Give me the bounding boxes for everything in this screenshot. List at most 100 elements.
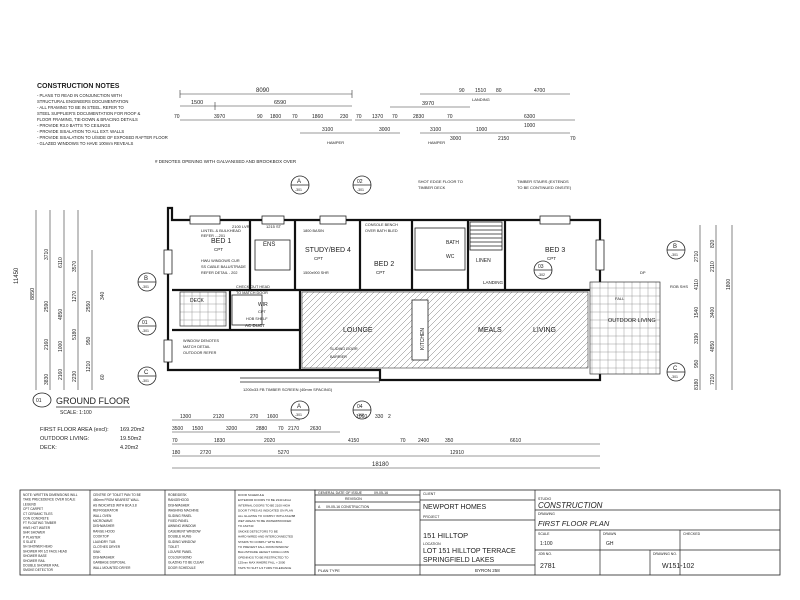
- dim: 2160: [58, 369, 64, 380]
- legend-line: DOUBLE HUNG: [168, 535, 192, 539]
- legend-line: SHOWER RR 1/2 FACE HEAD: [23, 549, 68, 553]
- legend-line: LOUVRE PANEL: [168, 550, 192, 554]
- annotation: SLIDING DOOR: [330, 347, 358, 351]
- drawn-label: DRAWN: [603, 532, 617, 536]
- dim: 2110: [710, 261, 716, 272]
- legend-line: 450mm FROM NEAREST WALL: [93, 498, 139, 502]
- dim: 2170: [288, 426, 299, 432]
- legend-line: SHOWER BASE: [23, 554, 47, 558]
- dim: 2830: [413, 114, 424, 120]
- title-block: GENERAL DATE OF ISSUE 09-05-16 REVISION …: [314, 489, 781, 576]
- legend-line: ALL GLAZING TO COMPLY WITH AS1288: [238, 514, 296, 518]
- svg-text:-301: -301: [142, 379, 149, 383]
- annotation: 1200x33 FB TIMBER SCREEN (40mm SPACING): [243, 387, 333, 392]
- legend-line: SH SHOWER HEAD: [23, 545, 53, 549]
- dim: 3500: [172, 426, 183, 432]
- dim: 1000: [476, 127, 487, 133]
- svg-text:A: A: [297, 179, 301, 185]
- legend-line: DOOR SCHEDULE: [238, 493, 264, 497]
- annotation: OUTDOOR REFER: [183, 351, 217, 355]
- dim: 8180: [694, 379, 700, 390]
- svg-text:01: 01: [142, 320, 148, 326]
- legend-line: TAPS TO SUIT 1/4 TURN TOLERANCE: [238, 566, 291, 570]
- legend-line: BALUSTRADE HEIGHT 1000mm MIN: [238, 550, 289, 554]
- floor-finish: CPT: [314, 256, 323, 261]
- svg-text:C: C: [144, 370, 149, 376]
- legend-line: INTERNAL DOORS TO BE 2100 HIGH: [238, 503, 290, 507]
- notes-line: - PROVIDE SISALATION TO U/SIDE OF EXPOSE…: [37, 135, 168, 140]
- legend-line: P PLASTER: [23, 535, 41, 539]
- svg-text:-301: -301: [671, 253, 678, 257]
- legend-line: SHOWER RAIL: [23, 559, 46, 563]
- floor-title-text: GROUND FLOOR: [56, 396, 130, 406]
- annotation: 1215 ST: [266, 224, 282, 229]
- right-dimensions: 2710 4110 1540 3190 950 8180 820 2110 34…: [694, 225, 733, 390]
- annotation: WINDOW DENOTES: [183, 339, 220, 343]
- room-label-lounge: LOUNGE: [343, 327, 373, 334]
- legend-line: LEGEND: [23, 502, 37, 506]
- dim: 2230: [72, 371, 78, 382]
- studio: CONSTRUCTION: [538, 501, 603, 510]
- floor-marker: 01: [36, 398, 42, 404]
- left-dimensions: 11450 8850 3710 2590 2160 3830 6110 4850…: [14, 210, 106, 390]
- room-label-wc: WC: [446, 254, 455, 260]
- dim: 70: [292, 114, 298, 120]
- stairs: [469, 221, 503, 251]
- drawing-title: FIRST FLOOR PLAN: [538, 519, 610, 528]
- section-marker-a-top: A -301: [290, 175, 310, 195]
- gallery-note: # DENOTES OPENING WITH GALVANISED AND BR…: [155, 159, 297, 164]
- dim: 4150: [348, 438, 359, 444]
- legend-line: WALL OVEN: [93, 514, 112, 518]
- dim: 180: [172, 450, 181, 456]
- area-label: DECK:: [40, 445, 57, 451]
- legend-line: RANGEHOOD: [168, 498, 190, 502]
- legend-line: EXTERIOR DOORS TO BE 2340 HIGH: [238, 498, 291, 502]
- dim: 1210: [86, 361, 92, 372]
- annotation: MATCH DETAIL: [183, 345, 210, 349]
- area-value: 169.20m2: [120, 427, 144, 433]
- dim: 270: [250, 414, 259, 420]
- legend-line: COLOUR BOND: [168, 555, 192, 559]
- dim: 7210: [710, 374, 716, 385]
- dim: 3970: [214, 114, 225, 120]
- svg-text:-301: -301: [671, 375, 678, 379]
- legend-block: [19, 489, 316, 576]
- svg-text:-302: -302: [357, 413, 364, 417]
- dim: 3190: [694, 333, 700, 344]
- annotation: REFER DETAIL - 202: [201, 271, 238, 275]
- dim: 60: [100, 374, 106, 380]
- job-number: 2781: [540, 563, 556, 570]
- drawn-value: GH: [606, 541, 614, 547]
- legend-line: DOUBLE SHOWER RAIL: [23, 564, 60, 568]
- dwg-label: DRAWING NO.: [653, 552, 677, 556]
- legend-line: 125mm MAX WHERE FALL > 2000: [238, 561, 285, 565]
- section-marker-c-left: C -301: [137, 366, 157, 386]
- dim: 1800: [270, 114, 281, 120]
- outdoor-deck-tiles: [589, 281, 661, 375]
- legend-line: COOKTOP: [93, 535, 109, 539]
- annotation: TIMBER STAIRS (EXTENDS: [517, 179, 569, 184]
- room-label-deck: DECK: [190, 298, 205, 304]
- room-label-study: STUDY/BED 4: [305, 247, 351, 254]
- area-value: 4.20m2: [120, 445, 138, 451]
- legend-line: CASEMENT WINDOW: [168, 529, 201, 533]
- dim: 2590: [44, 301, 50, 312]
- annotation: 1800 BASIN: [303, 229, 324, 233]
- area-value: 19.50m2: [120, 436, 141, 442]
- dim: 3000: [379, 127, 390, 133]
- notes-line: - PROVIDE SISALATION TO ALL EXT. WALLS: [37, 129, 124, 134]
- area-label: OUTDOOR LIVING:: [40, 436, 90, 442]
- dim: 1500: [192, 426, 203, 432]
- dim: 80: [496, 88, 502, 94]
- annotation: SS CABLE BALUSTRADE: [201, 265, 246, 269]
- dim: 1270: [72, 291, 78, 302]
- rev-date: 09-05-16: [374, 491, 388, 495]
- room-label-ac-duct: AC DUCT: [245, 323, 265, 328]
- client-label: CLIENT: [423, 492, 436, 496]
- dim: 11450: [14, 267, 20, 284]
- dim: 3400: [710, 307, 716, 318]
- svg-text:03: 03: [538, 264, 544, 270]
